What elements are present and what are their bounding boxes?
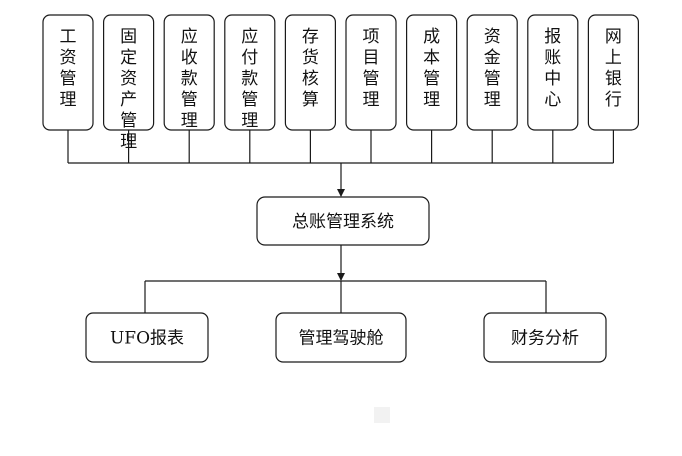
module-label: 成本管理 <box>423 27 440 110</box>
output-box <box>483 312 607 363</box>
module-label: 应收款管理 <box>181 27 198 131</box>
module-payables: 应付款管理 <box>224 14 276 131</box>
module-project: 项目管理 <box>345 14 397 131</box>
module-label: 工资管理 <box>60 27 77 110</box>
module-box <box>284 14 336 131</box>
module-reimbursement: 报账中心 <box>527 14 579 131</box>
output-label: 财务分析 <box>511 329 579 349</box>
module-boxes: 工资管理 固定资产管理 应收款管理 应付款管理 存货核算 项目管理 成本管理 资金管理 报账中心… <box>42 14 640 152</box>
module-box <box>466 14 518 131</box>
small-square-marker <box>374 407 390 423</box>
output-financial-analysis: 财务分析 <box>483 312 607 363</box>
module-box <box>587 14 640 131</box>
general-ledger-label: 总账管理系统 <box>292 212 394 232</box>
module-box <box>102 14 155 131</box>
module-label: 项目管理 <box>363 27 380 110</box>
module-label: 应付款管理 <box>241 27 258 131</box>
module-box <box>163 14 215 131</box>
module-label: 资金管理 <box>484 27 501 110</box>
module-box <box>224 14 276 131</box>
module-box <box>406 14 458 131</box>
output-boxes: UFO报表 管理驾驶舱 财务分析 <box>85 312 607 363</box>
module-inventory: 存货核算 <box>284 14 336 131</box>
module-fixed-assets: 固定资产管理 <box>102 14 155 152</box>
output-box <box>85 312 209 363</box>
module-box <box>345 14 397 131</box>
module-online-banking: 网上银行 <box>587 14 640 131</box>
module-label: 固定资产管理 <box>120 27 137 152</box>
module-label: 网上银行 <box>605 27 622 110</box>
module-label: 存货核算 <box>302 27 319 110</box>
output-label: 管理驾驶舱 <box>299 329 384 349</box>
module-label: 报账中心 <box>544 27 561 110</box>
connector-lines <box>67 130 615 313</box>
output-box <box>275 312 407 363</box>
module-funds: 资金管理 <box>466 14 518 131</box>
general-ledger-node: 总账管理系统 <box>256 196 430 246</box>
output-label: UFO报表 <box>110 329 184 349</box>
module-receivables: 应收款管理 <box>163 14 215 131</box>
module-cost: 成本管理 <box>406 14 458 131</box>
general-ledger-box <box>256 196 430 246</box>
output-ufo-report: UFO报表 <box>85 312 209 363</box>
module-box <box>527 14 579 131</box>
module-payroll: 工资管理 <box>42 14 94 131</box>
module-box <box>42 14 94 131</box>
output-management-cockpit: 管理驾驶舱 <box>275 312 407 363</box>
